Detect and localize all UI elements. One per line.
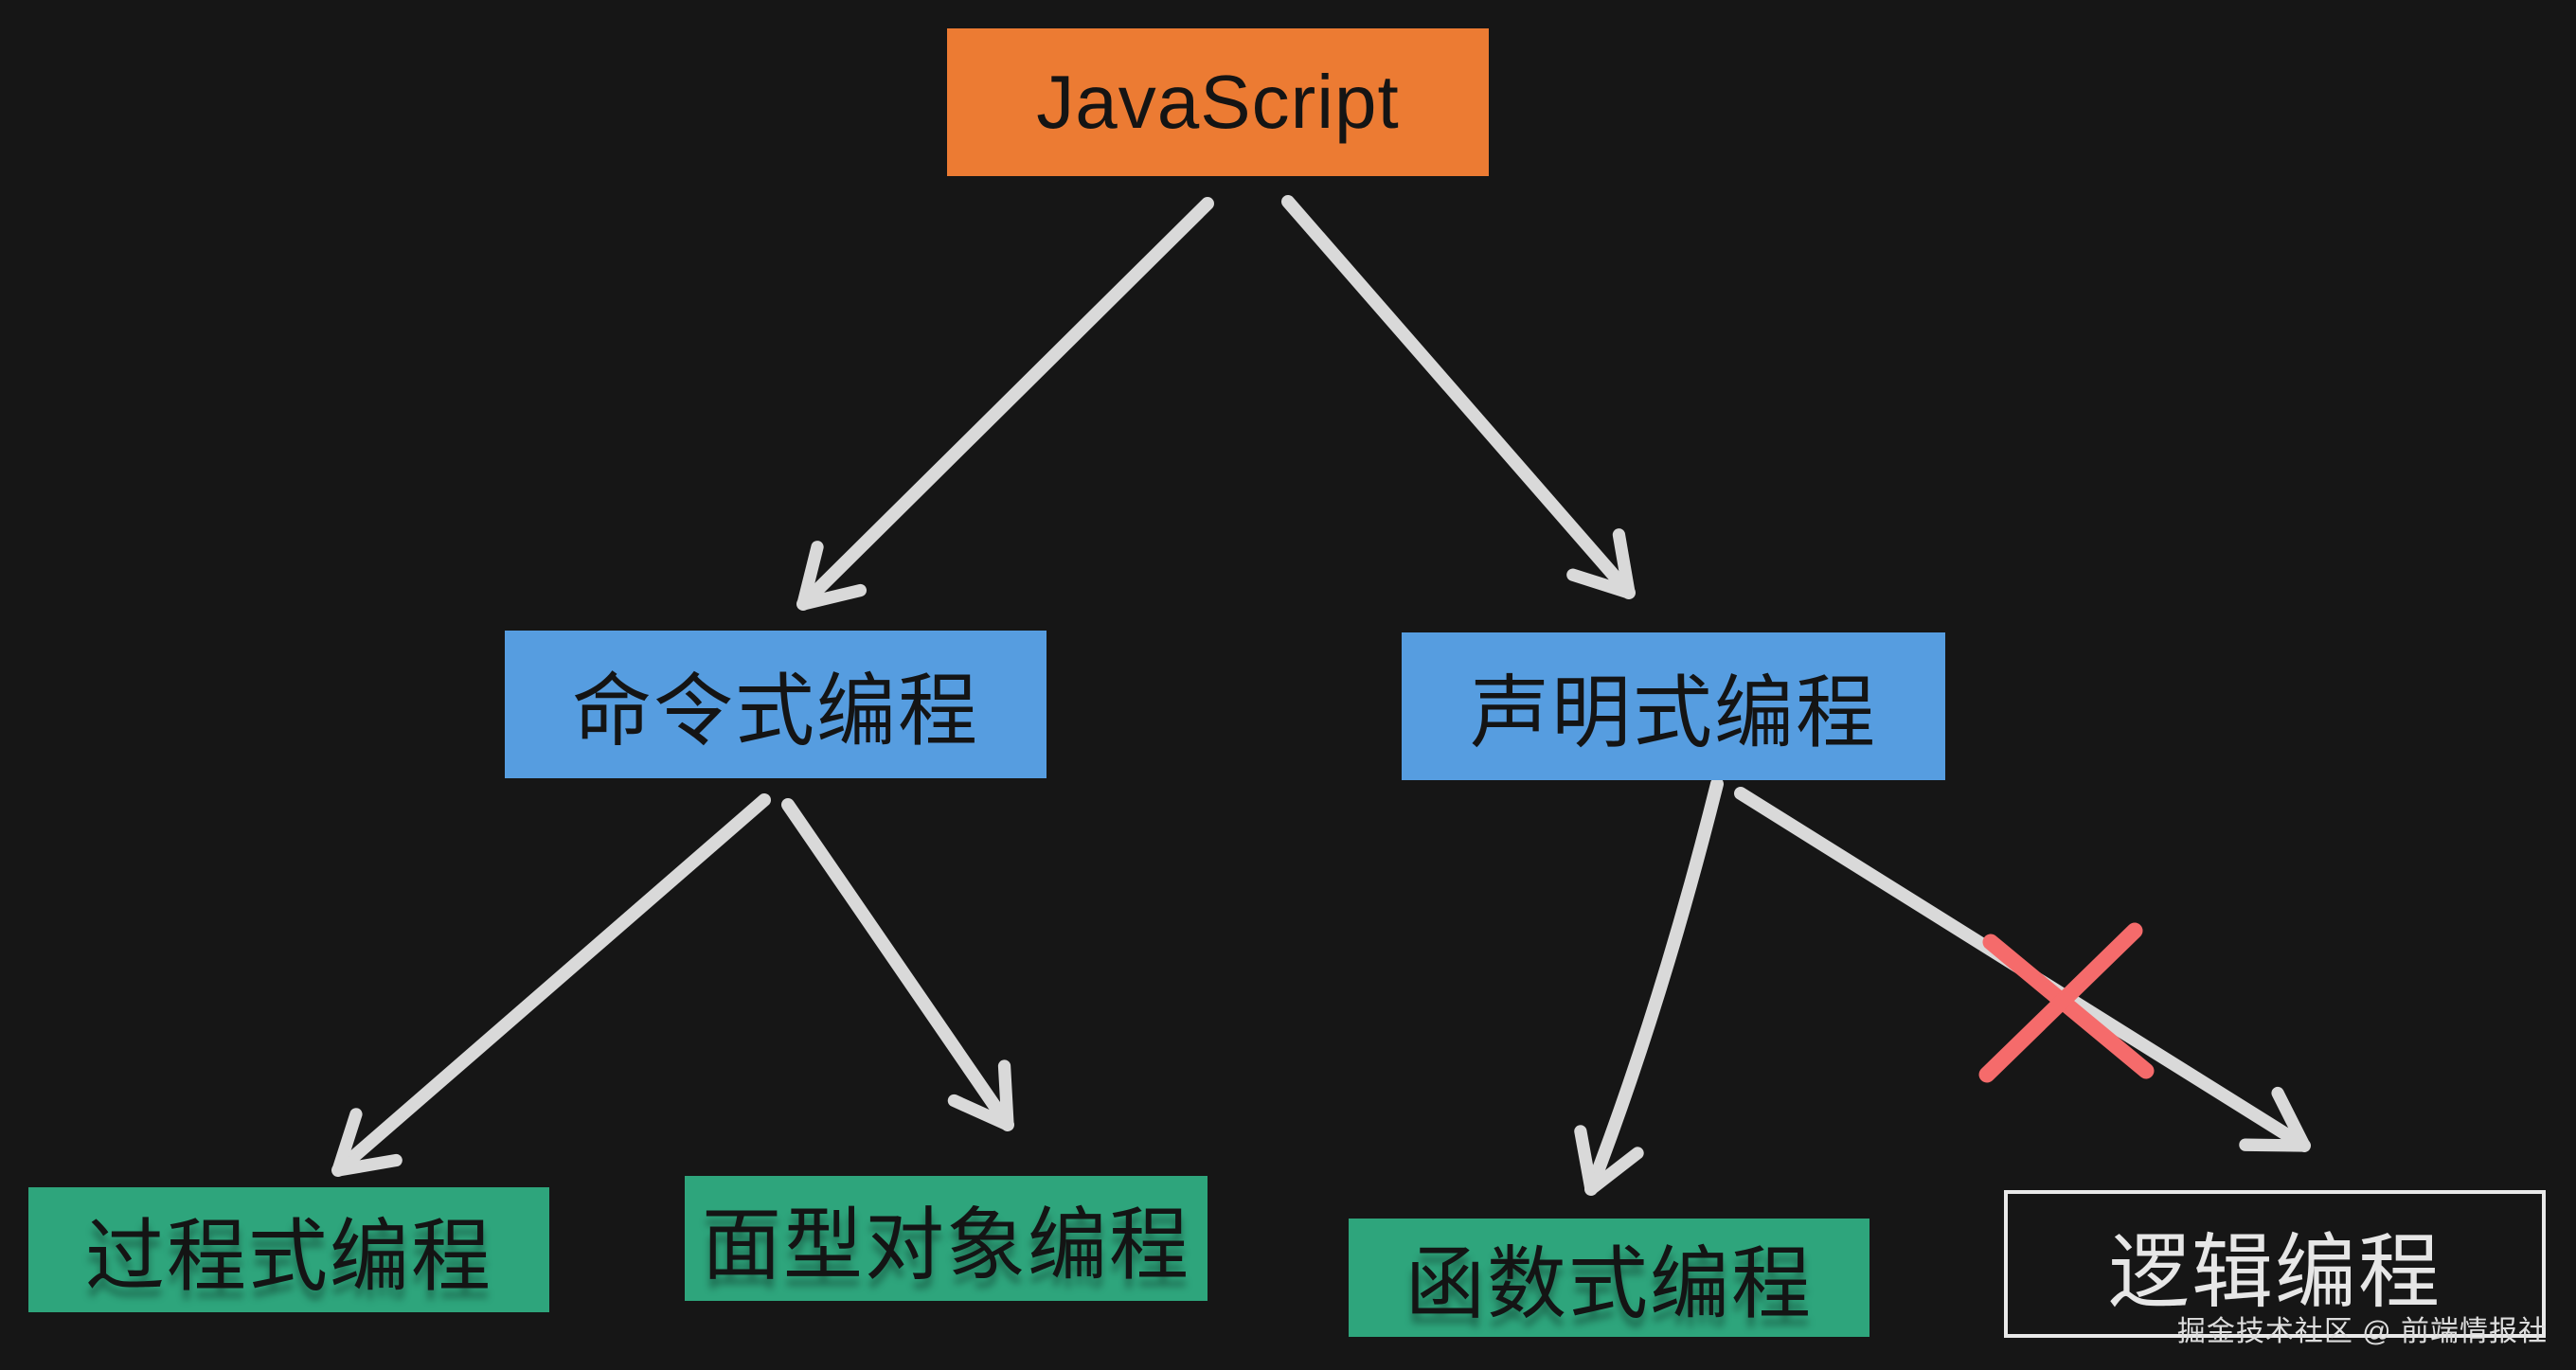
watermark: 掘金技术社区 @ 前端情报社 (2176, 1316, 2548, 1347)
node-javascript: JavaScript (947, 28, 1489, 176)
node-imperative: 命令式编程 (505, 631, 1046, 778)
node-logic: 逻辑编程 (2004, 1190, 2546, 1338)
cross-stroke-2 (1978, 922, 2143, 1083)
edge-imperative-object-oriented (781, 798, 1014, 1131)
edge-javascript-imperative (796, 197, 1214, 611)
node-imperative-label: 命令式编程 (571, 666, 979, 756)
edge-imperative-procedural (331, 793, 771, 1177)
edge-javascript-declarative (1281, 195, 1636, 599)
cross-stroke-1 (1982, 934, 2155, 1079)
edge-declarative-functional (1574, 777, 1724, 1196)
node-declarative-label: 声明式编程 (1469, 667, 1877, 757)
node-functional-label: 函数式编程 (1404, 1239, 1813, 1328)
node-declarative: 声明式编程 (1402, 632, 1945, 780)
node-functional: 函数式编程 (1349, 1219, 1869, 1337)
node-procedural-label: 过程式编程 (84, 1211, 492, 1301)
node-procedural: 过程式编程 (28, 1187, 549, 1312)
cross-out-mark (1978, 922, 2155, 1083)
node-logic-label: 逻辑编程 (2108, 1226, 2442, 1318)
node-object-oriented: 面型对象编程 (685, 1176, 1208, 1301)
edge-declarative-logic (1734, 787, 2311, 1152)
node-javascript-label: JavaScript (1036, 60, 1400, 144)
node-object-oriented-label: 面型对象编程 (701, 1200, 1190, 1290)
